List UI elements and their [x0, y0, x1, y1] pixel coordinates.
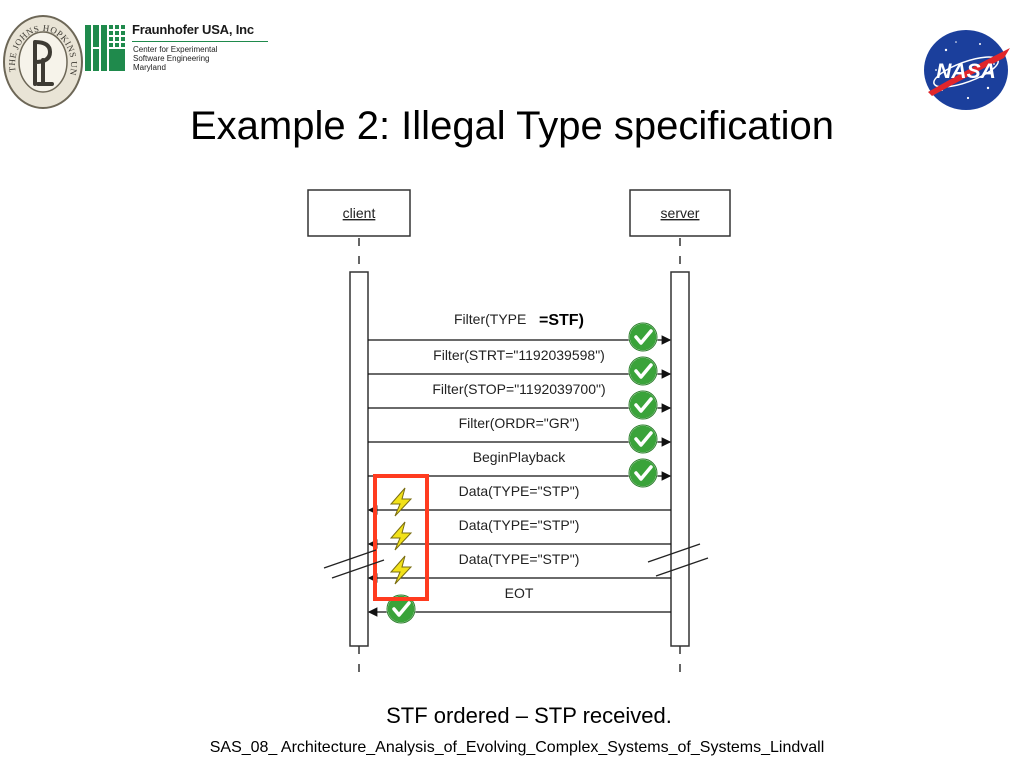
slide-title: Example 2: Illegal Type specification: [189, 104, 835, 148]
message-row-3: Filter(STOP="1192039700"): [368, 381, 672, 421]
participant-server: server: [629, 189, 731, 237]
fraunhofer-divider: [132, 41, 268, 42]
nasa-logo-text: NASA: [936, 60, 996, 83]
check-icon: [627, 423, 659, 455]
message-8-label: Data(TYPE="STP"): [459, 551, 580, 567]
sequence-diagram: client server Filter(TYPE =STF) Filter(S…: [307, 189, 731, 680]
message-5-label: BeginPlayback: [473, 449, 567, 465]
break-mark-right: [647, 543, 709, 577]
message-row-1: Filter(TYPE =STF): [368, 311, 672, 353]
slide-caption: STF ordered – STP received.: [386, 703, 672, 728]
error-highlight-box: [373, 474, 429, 601]
participant-client: client: [307, 189, 411, 237]
jhu-seal-logo: THE JOHNS HOPKINS UNIVERSITY: [2, 14, 83, 109]
nasa-logo: NASA: [924, 30, 1010, 110]
fraunhofer-line-1: Center for Experimental: [133, 45, 218, 54]
break-mark-left: [323, 549, 385, 579]
check-icon: [627, 389, 659, 421]
lightning-bolt-icon: [390, 521, 412, 551]
server-activation-bar: [670, 271, 690, 647]
client-activation-bar: [349, 271, 369, 647]
check-icon: [627, 457, 659, 489]
message-6-label: Data(TYPE="STP"): [459, 483, 580, 499]
message-row-9: EOT: [367, 585, 671, 625]
lightning-bolt-icon: [390, 487, 412, 517]
check-icon: [627, 355, 659, 387]
message-4-label: Filter(ORDR="GR"): [459, 415, 580, 431]
message-7-label: Data(TYPE="STP"): [459, 517, 580, 533]
fraunhofer-line-2: Software Engineering: [133, 54, 210, 63]
fraunhofer-grid-icon: [84, 24, 130, 72]
message-row-2: Filter(STRT="1192039598"): [368, 347, 672, 387]
slide-footer: SAS_08_ Architecture_Analysis_of_Evolvin…: [209, 739, 825, 756]
fraunhofer-name: Fraunhofer USA, Inc: [132, 22, 254, 37]
lightning-bolt-icon: [390, 555, 412, 585]
message-2-label: Filter(STRT="1192039598"): [433, 347, 605, 363]
message-row-8: Data(TYPE="STP"): [367, 551, 671, 585]
participant-client-label: client: [343, 205, 376, 221]
message-1-label: Filter(TYPE: [454, 311, 526, 327]
message-3-label: Filter(STOP="1192039700"): [432, 381, 605, 397]
message-row-6: Data(TYPE="STP"): [367, 483, 671, 517]
message-row-7: Data(TYPE="STP"): [367, 517, 671, 551]
participant-server-label: server: [661, 205, 700, 221]
message-9-label: EOT: [505, 585, 534, 601]
message-row-4: Filter(ORDR="GR"): [368, 415, 672, 455]
check-icon: [627, 321, 659, 353]
fraunhofer-line-3: Maryland: [133, 63, 166, 72]
message-row-5: BeginPlayback: [368, 449, 672, 489]
message-1-overlay: =STF): [539, 312, 584, 329]
